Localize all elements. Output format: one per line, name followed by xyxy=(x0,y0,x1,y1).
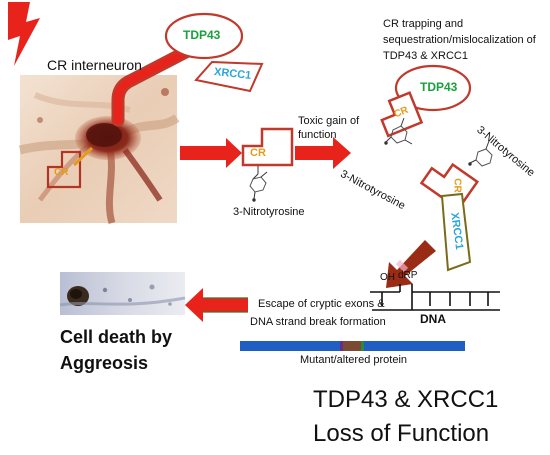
tdp43-right-oval xyxy=(394,64,472,112)
arrow-down-left xyxy=(386,240,436,288)
tdp43-top-oval xyxy=(164,12,244,60)
cr-interneuron-label: CR interneuron xyxy=(47,57,142,73)
arrow-right-1 xyxy=(180,138,242,168)
cr-step-middle xyxy=(241,127,294,167)
trapping-line1: CR trapping and xyxy=(383,18,464,30)
xrcc1-right-shape xyxy=(440,192,472,272)
trapping-line3: TDP43 & XRCC1 xyxy=(383,50,468,62)
aggregate-micrograph-image xyxy=(59,272,186,315)
tdp43-right-label: TDP43 xyxy=(420,80,458,94)
cell-death-line2: Aggreosis xyxy=(60,353,149,373)
loss-of-function-line1: TDP43 & XRCC1 xyxy=(313,386,499,413)
drp-label: dRP xyxy=(398,270,418,281)
escape-line2: DNA strand break formation xyxy=(250,316,386,328)
arrow-left xyxy=(185,288,248,322)
nitrotyrosine-molecule-right-lower xyxy=(468,140,493,167)
dna-strand-break xyxy=(370,284,500,311)
dna-label: DNA xyxy=(420,312,446,326)
arrow-right-2 xyxy=(295,137,351,169)
nitrotyrosine-middle-label: 3-Nitrotyrosine xyxy=(233,206,305,218)
cr-middle-label: CR xyxy=(250,147,266,159)
loss-of-function-line2: Loss of Function xyxy=(313,420,490,447)
toxic-gain-line1: Toxic gain of xyxy=(298,115,360,127)
lightning-icon xyxy=(8,2,40,66)
mutant-protein-bar xyxy=(240,341,465,351)
cell-death-line1: Cell death by xyxy=(60,327,173,347)
toxic-gain-line2: function xyxy=(298,129,337,141)
nitrotyrosine-molecule-right-upper xyxy=(384,117,413,145)
stain-micrograph-image xyxy=(18,75,180,225)
mutant-protein-label: Mutant/altered protein xyxy=(300,354,408,366)
tdp43-top-label: TDP43 xyxy=(183,28,221,42)
nitrotyrosine-molecule-middle xyxy=(249,166,268,202)
cr-right-lower-label: CR xyxy=(451,178,463,193)
oh-label: OH xyxy=(380,272,395,283)
trapping-line2: sequestration/mislocalization of xyxy=(383,34,536,46)
cr-left-label: CR xyxy=(54,167,69,178)
xrcc1-top-shape xyxy=(194,60,264,93)
escape-line1: Escape of cryptic exons & xyxy=(258,298,385,310)
cr-step-right-upper xyxy=(380,91,424,138)
